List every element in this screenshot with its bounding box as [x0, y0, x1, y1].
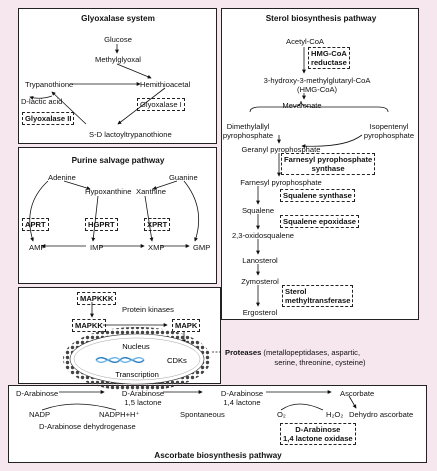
xmp-label: XMP: [148, 243, 165, 252]
hgprt-enzyme: HGPRT: [85, 218, 118, 231]
methylglyoxal-label: Methylglyoxal: [94, 55, 142, 64]
lactone-15-label-2: 1,5 lactone: [124, 398, 162, 407]
protein-kinases-label: Protein kinases: [122, 305, 174, 314]
xanthine-label: Xanthine: [136, 187, 166, 196]
squalene-label: Squalene: [241, 206, 275, 215]
transcription-label: Transcription: [115, 370, 159, 379]
isopentenyl-label: Isopentenyl: [369, 122, 409, 131]
acetyl-coa-label: Acetyl-CoA: [286, 37, 324, 46]
ascorbate-title: Ascorbate biosynthesis pathway: [154, 451, 282, 460]
mapkk-enzyme: MAPKK: [72, 319, 106, 332]
geranyl-pyrophosphate-label: Geranyl pyrophosphate: [241, 145, 321, 154]
glyoxalase-i-enzyme: Glyoxalase I: [137, 98, 185, 111]
guanine-label: Guanine: [169, 173, 198, 182]
mapk-enzyme: MAPK: [172, 319, 201, 332]
trypanothione-label: Trypanothione: [25, 80, 74, 89]
proteases-bold-label: Proteases: [225, 348, 262, 357]
sterol-arrows: [249, 47, 389, 307]
cdks-label: CDKs: [167, 356, 187, 365]
nadp-label: NADP: [29, 410, 51, 419]
dna-helix-icon: [95, 357, 145, 363]
fpps-line2: synthase: [311, 164, 345, 173]
nadph-label: NADPH+H⁺: [99, 410, 140, 419]
lanosterol-label: Lanosterol: [242, 256, 278, 265]
cell-membrane: [63, 327, 211, 391]
hmg-coa-label: 3-hydroxy-3-methylglutaryl-CoA: [263, 76, 371, 85]
oxidase-line2: 1,4 lactone oxidase: [283, 434, 353, 443]
farnesyl-pyrophosphate-label: Farnesyl pyrophosphate: [240, 178, 322, 187]
oxidosqualene-label: 2,3-oxidosqualene: [231, 231, 295, 240]
dehydro-ascorbate-label: Dehydro ascorbate: [349, 410, 414, 419]
ascorbate-arrows: [41, 390, 357, 411]
glyoxalase-title: Glyoxalase system: [81, 14, 155, 23]
hmg-reductase-line1: HMG-CoA: [311, 49, 347, 58]
glyoxalase-arrows: [29, 44, 166, 125]
purine-panel: Purine salvage pathway Adenine Guanine H…: [18, 147, 217, 284]
o2-label: O₂: [277, 410, 286, 419]
gmp-label: GMP: [193, 243, 211, 252]
smt-line2: methyltransferase: [285, 296, 351, 305]
xprt-enzyme: XPRT: [144, 218, 171, 231]
lactone-15-label: D-Arabinose: [121, 389, 165, 398]
glucose-label: Glucose: [104, 35, 132, 44]
aprt-enzyme: APRT: [22, 218, 49, 231]
sterol-panel: Sterol biosynthesis pathway Acetyl-CoA H…: [221, 8, 419, 320]
hemithioacetal-label: Hemithioacetal: [140, 80, 191, 89]
h2o2-label: H₂O₂: [326, 410, 344, 419]
lactone-14-label: D-Arabinose: [220, 389, 264, 398]
isopentenyl-label-2: pyrophosphate: [363, 131, 415, 140]
purine-arrows: [29, 180, 200, 248]
sterol-title: Sterol biosynthesis pathway: [265, 14, 377, 23]
mapkkk-enzyme: MAPKKK: [77, 292, 117, 305]
dimethylallyl-label: Dimethylallyl: [226, 122, 270, 131]
zymosterol-label: Zymosterol: [241, 277, 279, 286]
proteases-detail-label: (metallopeptidases, aspartic,: [261, 348, 361, 357]
squalene-synthase-enzyme: Squalene synthase: [280, 189, 355, 202]
nucleus-label: Nucleus: [122, 342, 150, 351]
sd-lactoyltrypanothione-label: S-D lactoyltrypanothione: [89, 130, 172, 139]
glyoxalase-ii-enzyme: Glyoxalase II: [22, 112, 75, 125]
proteases-detail-label-2: serine, threonine, cysteine): [274, 358, 366, 367]
proteases-label: Proteases (metallopeptidases, aspartic,: [225, 348, 360, 357]
oxidase-line1: D-Arabinose: [295, 425, 341, 434]
dimethylallyl-label-2: pyrophosphate: [222, 131, 274, 140]
dehydrogenase-label: D-Arabinose dehydrogenase: [39, 422, 136, 431]
hmg-reductase-line2: reductase: [311, 58, 347, 67]
d-lactic-acid-label: D-lactic acid: [21, 97, 63, 106]
mevalonate-label: Mevalonate: [282, 101, 322, 110]
amp-label: AMP: [29, 243, 46, 252]
spontaneous-label: Spontaneous: [180, 410, 225, 419]
purine-title: Purine salvage pathway: [71, 156, 165, 165]
adenine-label: Adenine: [48, 173, 76, 182]
imp-label: IMP: [90, 243, 104, 252]
ascorbate-panel: D-Arabinose D-Arabinose 1,5 lactone D-Ar…: [8, 385, 427, 463]
hmg-coa-abbrev-label: (HMG-CoA): [296, 85, 338, 94]
ergosterol-label: Ergosterol: [242, 308, 278, 317]
ascorbate-label: Ascorbate: [340, 389, 375, 398]
smt-line1: Sterol: [285, 287, 307, 296]
hypoxanthine-label: Hypoxanthine: [85, 187, 132, 196]
lactone-14-label-2: 1,4 lactone: [223, 398, 261, 407]
squalene-epoxidase-enzyme: Squalene epoxidase: [280, 215, 360, 228]
fpps-line1: Farnesyl pyrophosphate: [284, 155, 373, 164]
d-arabinose-label: D-Arabinose: [16, 389, 59, 398]
